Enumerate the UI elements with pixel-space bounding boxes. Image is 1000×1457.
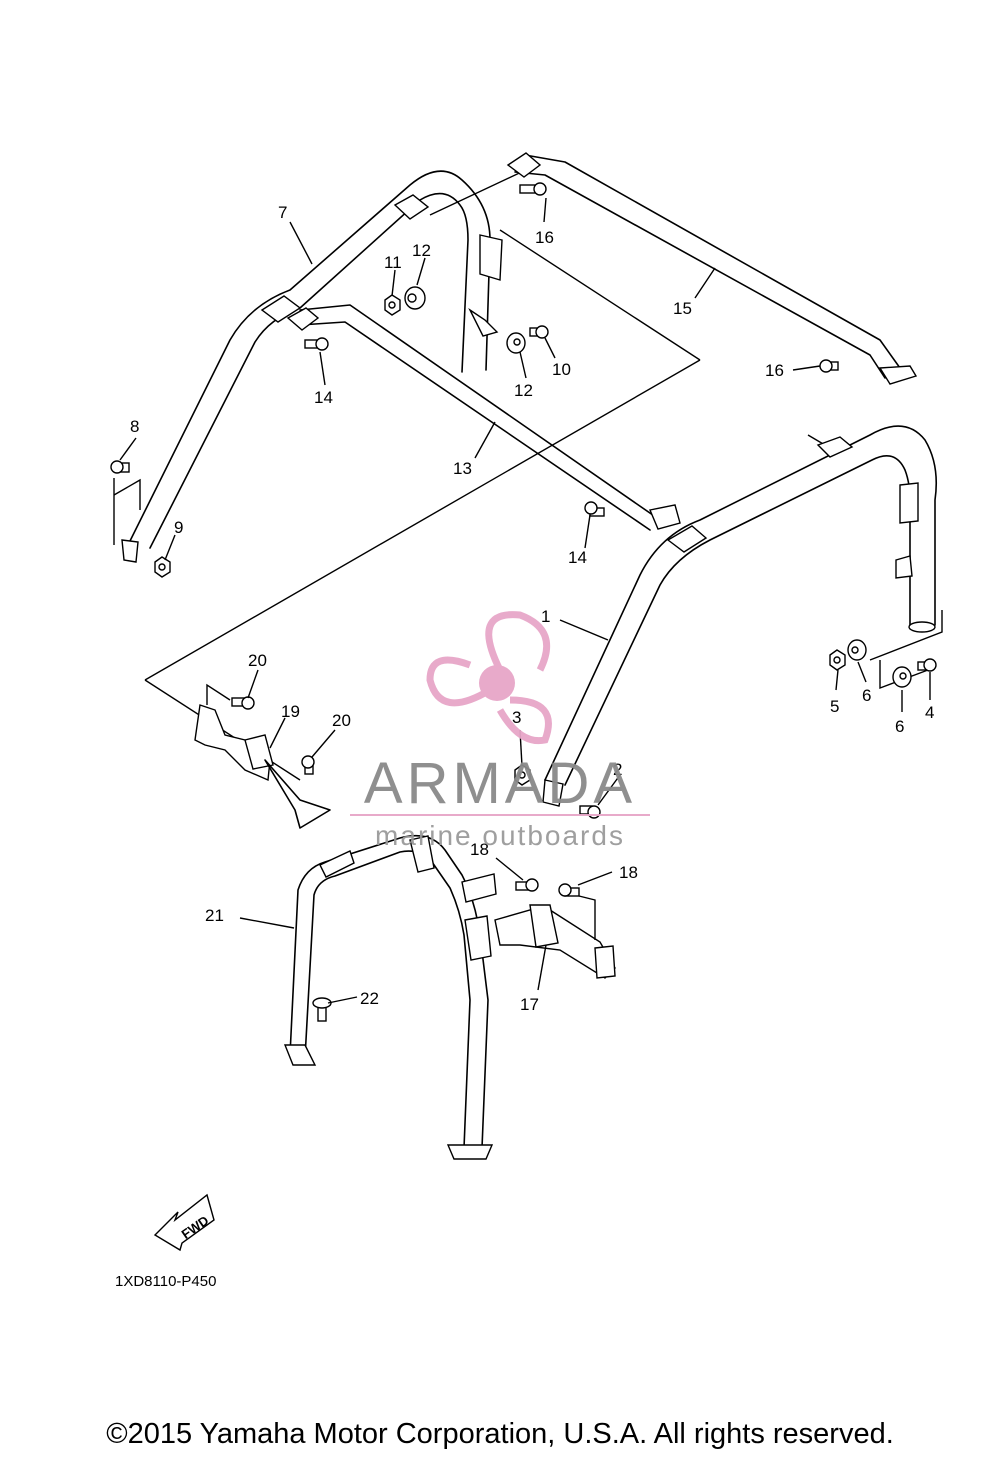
copyright-notice: ©2015 Yamaha Motor Corporation, U.S.A. A…	[106, 1418, 894, 1450]
callout-1: 1	[541, 607, 550, 626]
callout-16b: 16	[765, 361, 784, 380]
callout-16a: 16	[535, 228, 554, 247]
watermark-brand: ARMADA	[364, 751, 636, 816]
bolt-20b-icon	[301, 755, 315, 775]
bolt-20a-icon	[231, 696, 255, 710]
callout-6b: 6	[895, 717, 904, 736]
watermark-tagline: marine outboards	[375, 820, 625, 851]
callout-17: 17	[520, 995, 539, 1014]
watermark: ARMADA marine outboards	[350, 611, 650, 851]
fwd-arrow-icon: FWD	[153, 1193, 215, 1252]
callout-3: 3	[512, 708, 521, 727]
bolt-16b-icon	[819, 359, 839, 373]
callout-22: 22	[360, 989, 379, 1008]
collar-12b-icon	[506, 332, 526, 354]
propeller-logo-icon	[426, 611, 552, 745]
callout-14b: 14	[568, 548, 587, 567]
callout-7: 7	[278, 203, 287, 222]
callout-2: 2	[613, 760, 622, 779]
cross-bar-13	[286, 304, 681, 531]
collar-6b-icon	[892, 666, 912, 688]
callout-19: 19	[281, 702, 300, 721]
nut-11-icon	[384, 294, 401, 316]
bolt-8-icon	[110, 460, 130, 474]
callout-13: 13	[453, 459, 472, 478]
guide-lines-right	[113, 478, 943, 690]
bolt-18b-icon	[558, 883, 580, 897]
hardware	[110, 182, 937, 1022]
callout-4: 4	[925, 703, 934, 722]
bolt-10-icon	[529, 325, 549, 339]
callout-10: 10	[552, 360, 571, 379]
callout-18b: 18	[619, 863, 638, 882]
callout-21: 21	[205, 906, 224, 925]
diagram-code: 1XD8110-P450	[115, 1273, 216, 1290]
callout-numbers: 1 2 3 4 5 6 6 7 8 9 10 11 12 12 13 14 14…	[130, 203, 934, 1014]
callout-18a: 18	[470, 840, 489, 859]
bolt-14b-icon	[584, 501, 605, 517]
callout-14a: 14	[314, 388, 333, 407]
bolt-22-icon	[312, 997, 332, 1022]
bracket-19	[194, 683, 331, 829]
collar-6a-icon	[847, 639, 867, 661]
front-roll-bar-1	[542, 425, 938, 807]
leader-lines	[119, 197, 931, 1004]
callout-9: 9	[174, 518, 183, 537]
bracket-17	[494, 894, 616, 979]
callout-12b: 12	[514, 381, 533, 400]
callout-6a: 6	[862, 686, 871, 705]
nut-9-icon	[154, 556, 171, 578]
callout-5: 5	[830, 697, 839, 716]
propeller-hub-icon	[479, 665, 515, 701]
bolt-4-icon	[917, 658, 937, 672]
callout-12a: 12	[412, 241, 431, 260]
cross-bar-15	[506, 152, 918, 385]
callout-20a: 20	[248, 651, 267, 670]
nut-5-icon	[829, 649, 846, 671]
callout-11: 11	[384, 253, 402, 272]
a-pillar-21	[283, 834, 497, 1160]
bolt-18a-icon	[515, 878, 539, 892]
collar-12a-icon	[404, 286, 426, 310]
bolt-16a-icon	[519, 182, 547, 196]
callout-8: 8	[130, 417, 139, 436]
callout-20b: 20	[332, 711, 351, 730]
callout-15: 15	[673, 299, 692, 318]
bolt-14a-icon	[304, 337, 329, 351]
rear-roll-bar-7	[121, 170, 503, 563]
